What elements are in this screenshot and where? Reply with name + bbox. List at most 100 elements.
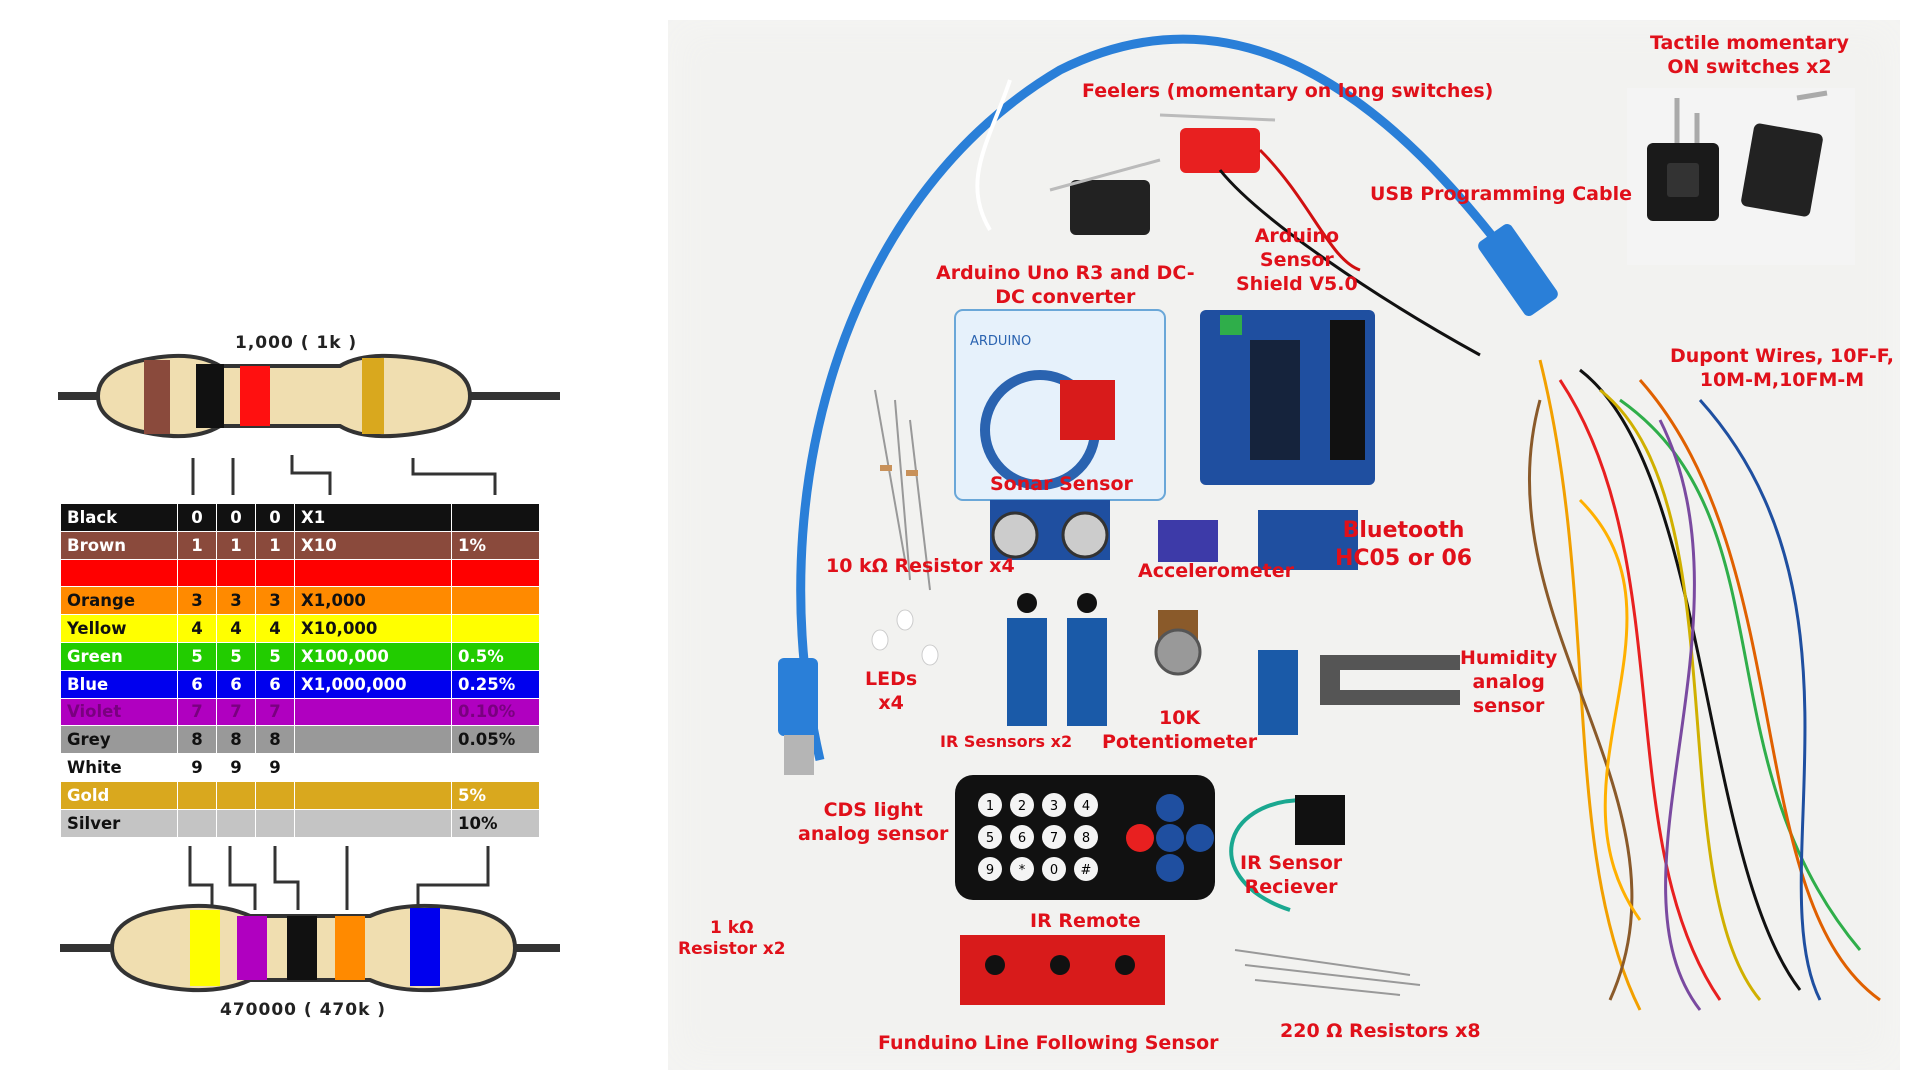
color-cell-d2 xyxy=(216,808,256,838)
remote-key-label: 3 xyxy=(1050,799,1058,814)
color-cell-mult xyxy=(294,808,452,838)
color-cell-name: Silver xyxy=(60,808,178,838)
label-ir-sensors: IR Sesnsors x2 xyxy=(940,732,1073,751)
line-following-board xyxy=(960,935,1165,1005)
color-row-silver: Silver 10% xyxy=(60,808,540,838)
label-bluetooth: Bluetooth HC05 or 06 xyxy=(1335,518,1473,571)
color-cell-name: Green xyxy=(60,641,178,671)
remote-key xyxy=(1042,793,1066,817)
color-cell-d3: 8 xyxy=(255,725,295,755)
color-cell-d1 xyxy=(177,780,217,810)
usb-cable xyxy=(796,34,1544,762)
label-ir-remote: IR Remote xyxy=(1030,910,1141,932)
potentiometer xyxy=(1154,610,1202,676)
color-cell-d3: 6 xyxy=(255,669,295,699)
remote-key xyxy=(1010,857,1034,881)
color-cell-d1: 4 xyxy=(177,614,217,643)
leds xyxy=(871,609,939,666)
sensor-shield-board xyxy=(1200,310,1375,485)
label-ir-receiver: IR Sensor Reciever xyxy=(1240,852,1343,898)
remote-key xyxy=(1042,825,1066,849)
color-cell-tol: 10% xyxy=(451,808,540,838)
color-cell-mult xyxy=(294,780,452,810)
remote-key-label: * xyxy=(1019,863,1026,878)
color-cell-tol: 0.25% xyxy=(451,669,540,699)
remote-key xyxy=(1074,857,1098,881)
humidity-sensor xyxy=(1258,650,1460,735)
color-cell-d2: 1 xyxy=(216,530,256,560)
remote-key-label: # xyxy=(1081,863,1092,878)
bottom-resistor-value: 470000 ( 470k ) xyxy=(220,1000,387,1020)
remote-key-label: 7 xyxy=(1050,831,1058,846)
label-arduino-uno: Arduino Uno R3 and DC- DC converter xyxy=(936,262,1195,308)
color-cell-name: Red xyxy=(60,558,178,588)
remote-key xyxy=(978,825,1002,849)
label-line-following-sensor: Funduino Line Following Sensor xyxy=(878,1032,1219,1054)
bottom-resistor xyxy=(60,846,560,993)
sonar-sensor xyxy=(990,500,1110,560)
arduino-uno-board: ARDUINO xyxy=(954,309,1166,501)
color-cell-tol: 1% xyxy=(451,530,540,560)
label-10k-resistor: 10 kΩ Resistor x4 xyxy=(826,555,1015,577)
label-sensor-shield: Arduino Sensor Shield V5.0 xyxy=(1236,225,1358,295)
dupont-wires xyxy=(1528,359,1881,1011)
remote-key-label: 0 xyxy=(1050,863,1058,878)
remote-key-label: 2 xyxy=(1018,799,1026,814)
color-cell-name: Brown xyxy=(60,530,178,560)
label-feelers: Feelers (momentary on long switches) xyxy=(1082,80,1494,102)
color-cell-name: Yellow xyxy=(60,614,178,643)
color-cell-d3: 2 xyxy=(255,558,295,588)
color-cell-d3 xyxy=(255,808,295,838)
usb-b-plug xyxy=(1478,224,1558,316)
remote-key-label: 9 xyxy=(986,863,994,878)
label-sonar-sensor: Sonar Sensor xyxy=(990,473,1133,495)
top-resistor xyxy=(58,353,560,495)
color-cell-d1: 1 xyxy=(177,530,217,560)
remote-key xyxy=(1010,793,1034,817)
remote-key xyxy=(978,793,1002,817)
feeler-switches xyxy=(1049,113,1481,357)
label-220-resistors: 220 Ω Resistors x8 xyxy=(1280,1020,1481,1042)
color-cell-mult: X10 xyxy=(294,530,452,560)
usb-a-plug xyxy=(778,658,818,736)
remote-key-label: 8 xyxy=(1082,831,1090,846)
color-cell-mult: X100,000 xyxy=(294,641,452,671)
color-cell-mult: X1,000 xyxy=(294,586,452,616)
color-cell-tol: 5% xyxy=(451,780,540,810)
color-cell-d1: 2 xyxy=(177,558,217,588)
remote-key xyxy=(1074,793,1098,817)
resistor-diagrams xyxy=(58,353,560,993)
top-resistor-value: 1,000 ( 1k ) xyxy=(235,333,358,353)
remote-key-label: 1 xyxy=(986,799,994,814)
color-cell-d2: 4 xyxy=(216,614,256,643)
tactile-switch-photo xyxy=(1627,88,1855,265)
color-cell-d3: 5 xyxy=(255,641,295,671)
label-tactile-switches: Tactile momentary ON switches x2 xyxy=(1650,32,1849,78)
color-cell-name: Violet xyxy=(60,697,178,727)
color-cell-tol xyxy=(451,503,540,532)
label-leds: LEDs x4 xyxy=(865,668,918,714)
label-usb-cable: USB Programming Cable xyxy=(1370,183,1632,205)
color-cell-tol: 0.05% xyxy=(451,725,540,755)
color-cell-d2: 6 xyxy=(216,669,256,699)
remote-key-label: 5 xyxy=(986,831,994,846)
remote-key xyxy=(1042,857,1066,881)
remote-key xyxy=(978,857,1002,881)
color-cell-d2: 9 xyxy=(216,753,256,782)
resistors-220 xyxy=(1234,949,1421,996)
color-cell-d2: 2 xyxy=(216,558,256,588)
label-cds-light-sensor: CDS light analog sensor xyxy=(798,799,949,845)
resistors-10k xyxy=(874,389,931,591)
color-cell-d1: 0 xyxy=(177,503,217,532)
